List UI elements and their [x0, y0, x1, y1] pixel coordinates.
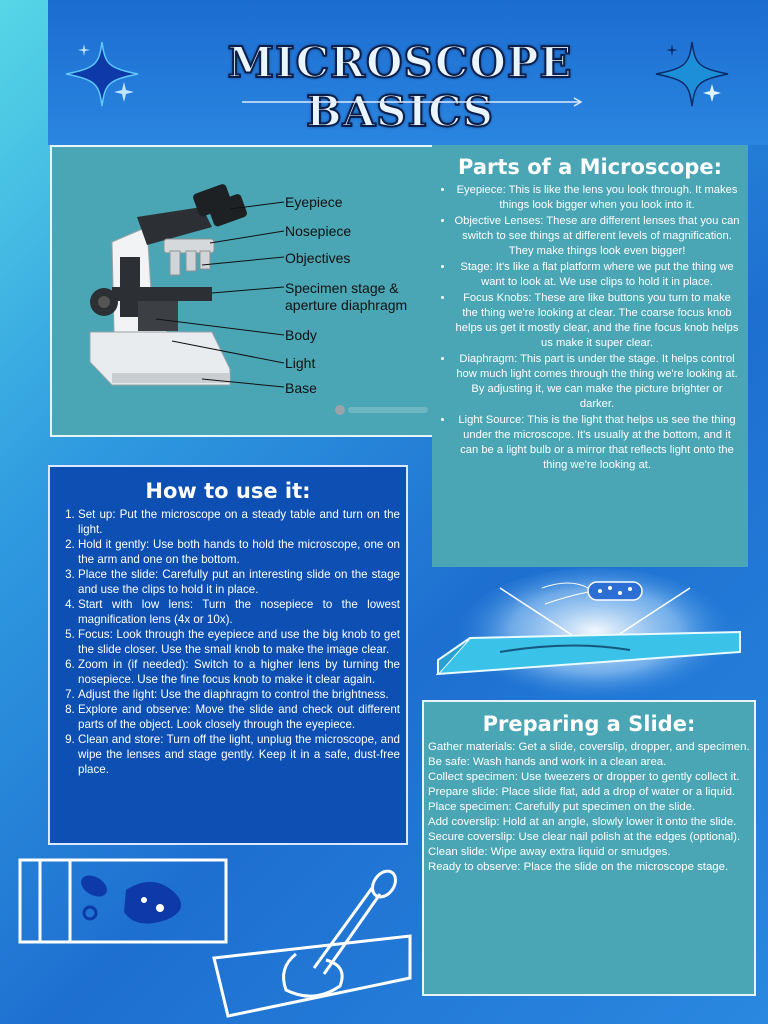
list-item: Place the slide: Carefully put an intere…: [78, 567, 400, 597]
list-item: Secure coverslip: Use clear nail polish …: [428, 831, 741, 843]
label-nosepiece: Nosepiece: [285, 223, 352, 239]
list-item: Objective Lenses: These are different le…: [454, 214, 740, 259]
list-item: Explore and observe: Move the slide and …: [78, 702, 400, 732]
list-item: Set up: Put the microscope on a steady t…: [78, 507, 400, 537]
list-item: Adjust the light: Use the diaphragm to c…: [78, 687, 400, 702]
prep-heading: Preparing a Slide:: [482, 712, 696, 736]
microscope-diagram-panel: Eyepiece Nosepiece Objectives Specimen s…: [50, 145, 442, 437]
list-item: Hold it gently: Use both hands to hold t…: [78, 537, 400, 567]
list-item: Focus Knobs: These are like buttons you …: [454, 291, 740, 351]
list-item: Ready to observe: Place the slide on the…: [428, 861, 729, 873]
header-banner: [48, 0, 768, 145]
list-item: Place specimen: Carefully put specimen o…: [428, 801, 696, 813]
slide-light-illustration: [435, 568, 741, 696]
label-base: Base: [285, 380, 317, 396]
page-title: MICROSCOPE BASICS: [227, 37, 573, 137]
label-aperture-diaphragm: aperture diaphragm: [285, 297, 408, 313]
label-specimen-stage: Specimen stage &: [285, 280, 399, 296]
list-item: Zoom in (if needed): Switch to a higher …: [78, 657, 400, 687]
howto-panel: How to use it: Set up: Put the microscop…: [48, 465, 408, 845]
arrow-line-icon: [242, 97, 583, 107]
howto-steps: Set up: Put the microscope on a steady t…: [56, 507, 400, 777]
parts-panel: Parts of a Microscope: Eyepiece: This is…: [432, 145, 748, 567]
list-item: Stage: It's like a flat platform where w…: [454, 260, 740, 290]
list-item: Light Source: This is the light that hel…: [454, 413, 740, 473]
list-item: Start with low lens: Turn the nosepiece …: [78, 597, 400, 627]
list-item: Be safe: Wash hands and work in a clean …: [428, 756, 667, 768]
slide-dropper-illustration: [18, 858, 412, 1018]
list-item: Collect specimen: Use tweezers or droppe…: [428, 771, 740, 783]
label-eyepiece: Eyepiece: [285, 194, 343, 210]
parts-list: Eyepiece: This is like the lens you look…: [440, 183, 740, 473]
parts-heading: Parts of a Microscope:: [458, 155, 722, 179]
prep-panel: Preparing a Slide: Gather materials: Get…: [422, 700, 756, 996]
list-item: Clean and store: Turn off the light, unp…: [78, 732, 400, 777]
sparkle-right-icon: [655, 41, 729, 107]
list-item: Gather materials: Get a slide, coverslip…: [428, 741, 750, 753]
list-item: Eyepiece: This is like the lens you look…: [454, 183, 740, 213]
microscope-illustration: [89, 184, 428, 415]
label-body: Body: [285, 327, 317, 343]
label-objectives: Objectives: [285, 250, 351, 266]
list-item: Prepare slide: Place slide flat, add a d…: [428, 786, 736, 798]
label-light: Light: [285, 355, 316, 371]
sparkle-left-icon: [65, 41, 139, 107]
list-item: Focus: Look through the eyepiece and use…: [78, 627, 400, 657]
list-item: Diaphragm: This part is under the stage.…: [454, 352, 740, 412]
howto-heading: How to use it:: [145, 479, 311, 503]
list-item: Clean slide: Wipe away extra liquid or s…: [428, 846, 671, 858]
list-item: Add coverslip: Hold at an angle, slowly …: [428, 816, 737, 828]
